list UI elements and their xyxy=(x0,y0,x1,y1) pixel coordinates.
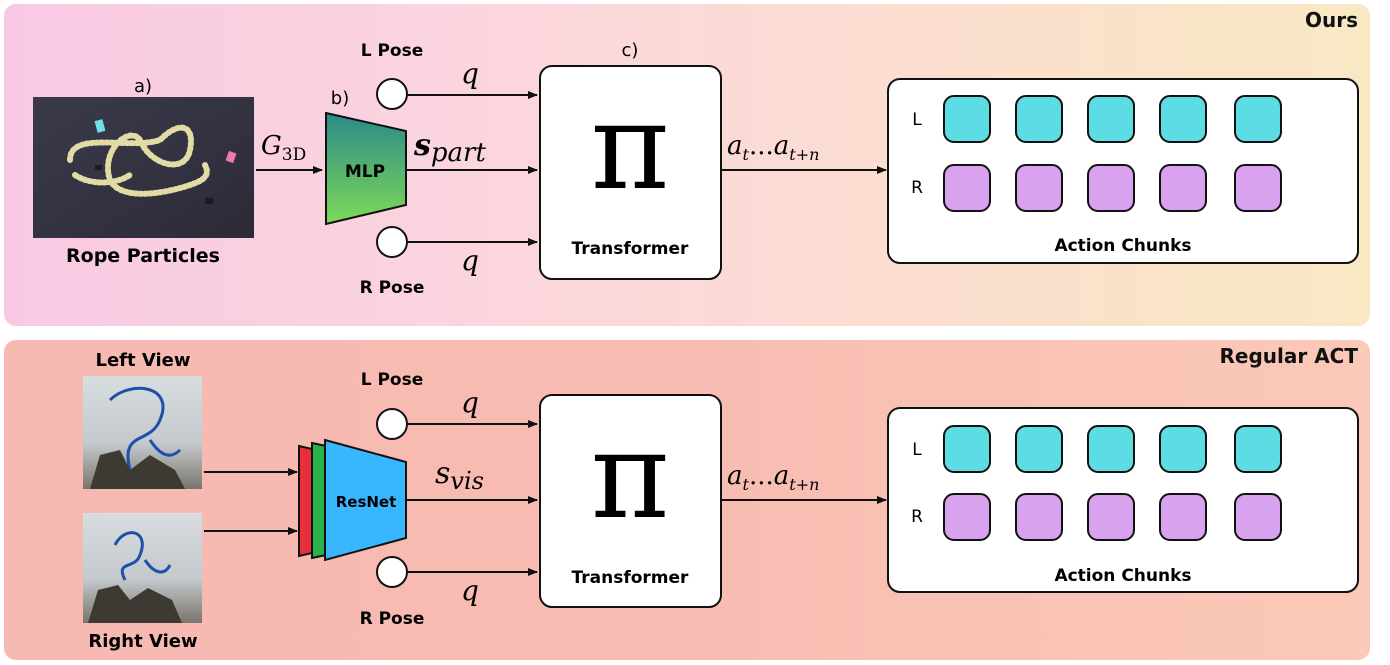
chunk-cell xyxy=(943,425,991,473)
chunk-row-left-top xyxy=(943,95,1282,143)
g3d-symbol: G3D xyxy=(261,131,306,165)
chunk-cell xyxy=(943,493,991,541)
chunk-row-right-bottom xyxy=(943,493,1282,541)
chunk-cell xyxy=(1087,493,1135,541)
chunk-row-right-top xyxy=(943,164,1282,212)
action-sequence-bottom: at...at+n xyxy=(727,461,819,494)
mlp-label: MLP xyxy=(345,162,385,182)
q-top-lower: q xyxy=(461,244,479,277)
chunk-cell xyxy=(1234,95,1282,143)
action-chunks-label-top: Action Chunks xyxy=(1054,236,1191,256)
r-pose-label-bottom: R Pose xyxy=(360,609,425,629)
chunk-cell xyxy=(1234,493,1282,541)
r-pose-node-top xyxy=(376,226,408,258)
transformer-block-top xyxy=(539,65,722,280)
chunk-cell xyxy=(1087,425,1135,473)
ours-title: Ours xyxy=(1304,8,1358,32)
transformer-label-top: Transformer xyxy=(572,239,690,259)
row-l-label-bottom: L xyxy=(912,440,922,460)
chunk-cell xyxy=(1087,95,1135,143)
s-vis-symbol: svis xyxy=(435,456,484,495)
resnet-label: ResNet xyxy=(336,493,397,511)
chunk-cell xyxy=(1015,425,1063,473)
resnet-block: ResNet xyxy=(298,438,407,562)
chunk-cell xyxy=(1015,493,1063,541)
right-view-image xyxy=(83,513,202,623)
q-bottom-upper: q xyxy=(461,386,479,419)
l-pose-label-top: L Pose xyxy=(361,41,424,61)
chunk-cell xyxy=(1159,493,1207,541)
r-pose-label-top: R Pose xyxy=(360,278,425,298)
chunk-cell xyxy=(1159,164,1207,212)
action-sequence-top: at...at+n xyxy=(727,131,819,164)
pi-symbol-bottom: π xyxy=(591,407,670,546)
l-pose-node-top xyxy=(376,78,408,110)
marker-a: a) xyxy=(134,76,152,97)
resnet-layer-blue xyxy=(324,438,407,562)
q-top-upper: q xyxy=(461,57,479,90)
chunk-cell xyxy=(943,95,991,143)
chunk-cell xyxy=(1015,164,1063,212)
chunk-row-left-bottom xyxy=(943,425,1282,473)
rope-particles-caption: Rope Particles xyxy=(66,245,220,267)
chunk-cell xyxy=(1159,95,1207,143)
s-part-symbol: spart xyxy=(413,128,486,168)
row-r-label-top: R xyxy=(911,178,923,198)
action-chunks-label-bottom: Action Chunks xyxy=(1054,566,1191,586)
l-pose-node-bottom xyxy=(376,408,408,440)
chunk-cell xyxy=(1087,164,1135,212)
left-view-image xyxy=(83,376,202,489)
chunk-cell xyxy=(943,164,991,212)
r-pose-node-bottom xyxy=(376,556,408,588)
left-view-caption: Left View xyxy=(95,350,190,371)
chunk-cell xyxy=(1159,425,1207,473)
row-l-label-top: L xyxy=(912,110,922,130)
rope-particles-image xyxy=(33,97,254,238)
l-pose-label-bottom: L Pose xyxy=(361,370,424,390)
marker-b: b) xyxy=(331,88,349,109)
chunk-cell xyxy=(1234,425,1282,473)
right-view-caption: Right View xyxy=(88,631,197,652)
mlp-block xyxy=(325,111,407,226)
row-r-label-bottom: R xyxy=(911,507,923,527)
marker-c: c) xyxy=(622,40,639,61)
pi-symbol-top: π xyxy=(591,78,670,217)
chunk-cell xyxy=(1234,164,1282,212)
chunk-cell xyxy=(1015,95,1063,143)
regular-act-title: Regular ACT xyxy=(1219,344,1359,368)
q-bottom-lower: q xyxy=(461,574,479,607)
transformer-label-bottom: Transformer xyxy=(572,568,690,588)
